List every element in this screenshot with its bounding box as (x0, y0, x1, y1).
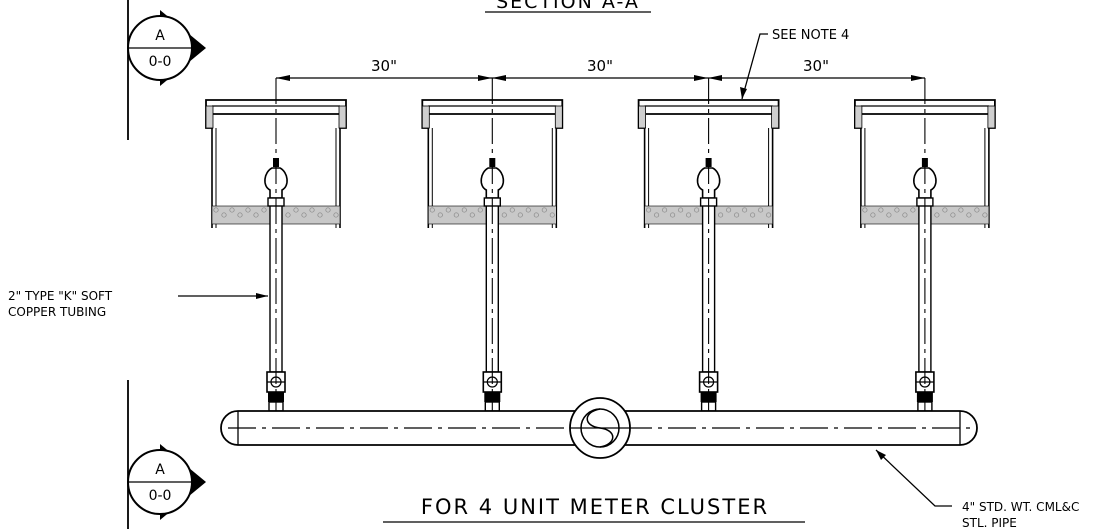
section-marker-top: A 0-0 (127, 0, 206, 140)
steel-pipe (220, 397, 978, 459)
pipe-label-line: 4" STD. WT. CML&C (962, 500, 1079, 514)
section-marker-letter: A (155, 462, 165, 478)
section-marker-bottom: A 0-0 (127, 380, 206, 529)
section-marker-ref: 0-0 (149, 488, 172, 504)
tubing-label-line: COPPER TUBING (8, 305, 106, 319)
tubing-label-line: 2" TYPE "K" SOFT (8, 289, 113, 303)
meter-unit (205, 78, 347, 432)
spacing-label: 30" (803, 57, 829, 75)
spacing-label: 30" (587, 57, 613, 75)
section-marker-ref: 0-0 (149, 54, 172, 70)
meter-unit (421, 78, 564, 432)
tubing-callout: 2" TYPE "K" SOFT COPPER TUBING (8, 289, 268, 319)
meter-unit (637, 78, 780, 432)
note-label: SEE NOTE 4 (772, 28, 849, 43)
note-callout: SEE NOTE 4 (740, 28, 849, 100)
section-marker-letter: A (155, 28, 165, 44)
spacing-label: 30" (371, 57, 397, 75)
spacing-dimension: 30" 30" 30" (276, 57, 925, 81)
main-title: FOR 4 UNIT METER CLUSTER (421, 495, 769, 519)
meter-units (205, 78, 996, 432)
pipe-callout: 4" STD. WT. CML&C STL. PIPE (875, 449, 1079, 529)
section-title: SECTION A-A (496, 0, 640, 13)
pipe-label-line: STL. PIPE (962, 516, 1017, 529)
meter-unit (854, 78, 996, 432)
